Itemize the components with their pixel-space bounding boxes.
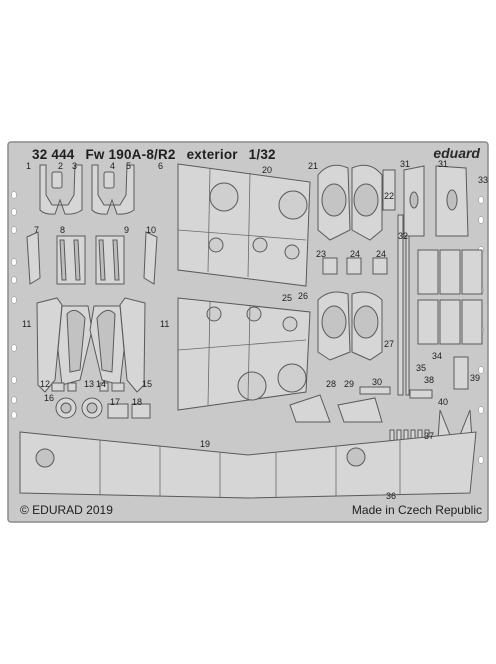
sheet-part: exterior <box>186 147 238 162</box>
part-number: 35 <box>416 363 427 373</box>
part-vertical-strips <box>26 231 158 285</box>
part-number: 1 <box>26 161 32 171</box>
part-number: 11 <box>22 319 32 329</box>
part-19-bottom-panel <box>19 431 477 499</box>
part-number: 28 <box>326 379 337 389</box>
part-number: 31 <box>438 159 449 169</box>
part-number: 29 <box>344 379 355 389</box>
part-number: 12 <box>40 379 51 389</box>
part-number: 20 <box>262 165 273 175</box>
part-number: 30 <box>372 377 383 387</box>
part-number: 17 <box>110 397 121 407</box>
part-number: 18 <box>132 397 143 407</box>
sheet-title: 32 444 Fw 190A-8/R2 exterior 1/32 <box>32 147 283 162</box>
part-number: 25 <box>282 293 293 303</box>
part-number: 13 <box>84 379 95 389</box>
part-number: 23 <box>316 249 327 259</box>
sheet-scale: 1/32 <box>248 147 276 162</box>
part-number: 34 <box>432 351 443 361</box>
part-number: 37 <box>424 431 435 441</box>
copyright-text: © EDURAD 2019 <box>20 503 113 517</box>
part-small-tabs <box>51 382 125 392</box>
part-gear-covers <box>36 297 146 393</box>
part-number: 11 <box>160 319 170 329</box>
part-number: 9 <box>124 225 130 235</box>
part-lower-wing-panel <box>177 297 311 411</box>
part-small-clips <box>322 257 388 275</box>
part-27-30 <box>289 386 391 423</box>
origin-text: Made in Czech Republic <box>351 503 482 517</box>
part-number: 24 <box>350 249 361 259</box>
part-number: 7 <box>34 225 40 235</box>
part-number: 39 <box>470 373 481 383</box>
part-number: 16 <box>44 393 55 403</box>
part-number: 2 <box>58 161 64 171</box>
part-upper-wing-panel <box>177 163 311 287</box>
part-number: 24 <box>376 249 387 259</box>
part-number: 38 <box>424 375 435 385</box>
part-number: 26 <box>298 291 309 301</box>
part-number: 14 <box>96 379 107 389</box>
part-number: 10 <box>146 225 157 235</box>
part-number: 15 <box>142 379 153 389</box>
part-upper-brackets <box>39 164 135 215</box>
part-number: 27 <box>384 339 395 349</box>
part-number: 32 <box>398 231 409 241</box>
part-number: 33 <box>478 175 489 185</box>
part-number: 21 <box>308 161 319 171</box>
part-number: 5 <box>126 161 132 171</box>
part-number: 22 <box>384 191 395 201</box>
brand-logo: eduard <box>433 145 480 161</box>
part-number: 36 <box>386 491 397 501</box>
part-flaps-top-right <box>403 165 469 237</box>
part-number: 19 <box>200 439 211 449</box>
part-number: 6 <box>158 161 164 171</box>
sheet-model: Fw 190A-8/R2 <box>85 147 176 162</box>
part-number: 8 <box>60 225 66 235</box>
part-gear-bay-upper <box>317 164 383 241</box>
part-number: 31 <box>400 159 411 169</box>
part-number: 4 <box>110 161 116 171</box>
part-number: 40 <box>438 397 449 407</box>
edge-dots-left <box>11 191 17 419</box>
part-34-panels <box>417 249 483 345</box>
sheet-code: 32 444 <box>32 147 75 162</box>
part-wheel-hubs <box>55 397 151 419</box>
part-gear-bay-lower <box>317 291 383 361</box>
part-number: 3 <box>72 161 78 171</box>
